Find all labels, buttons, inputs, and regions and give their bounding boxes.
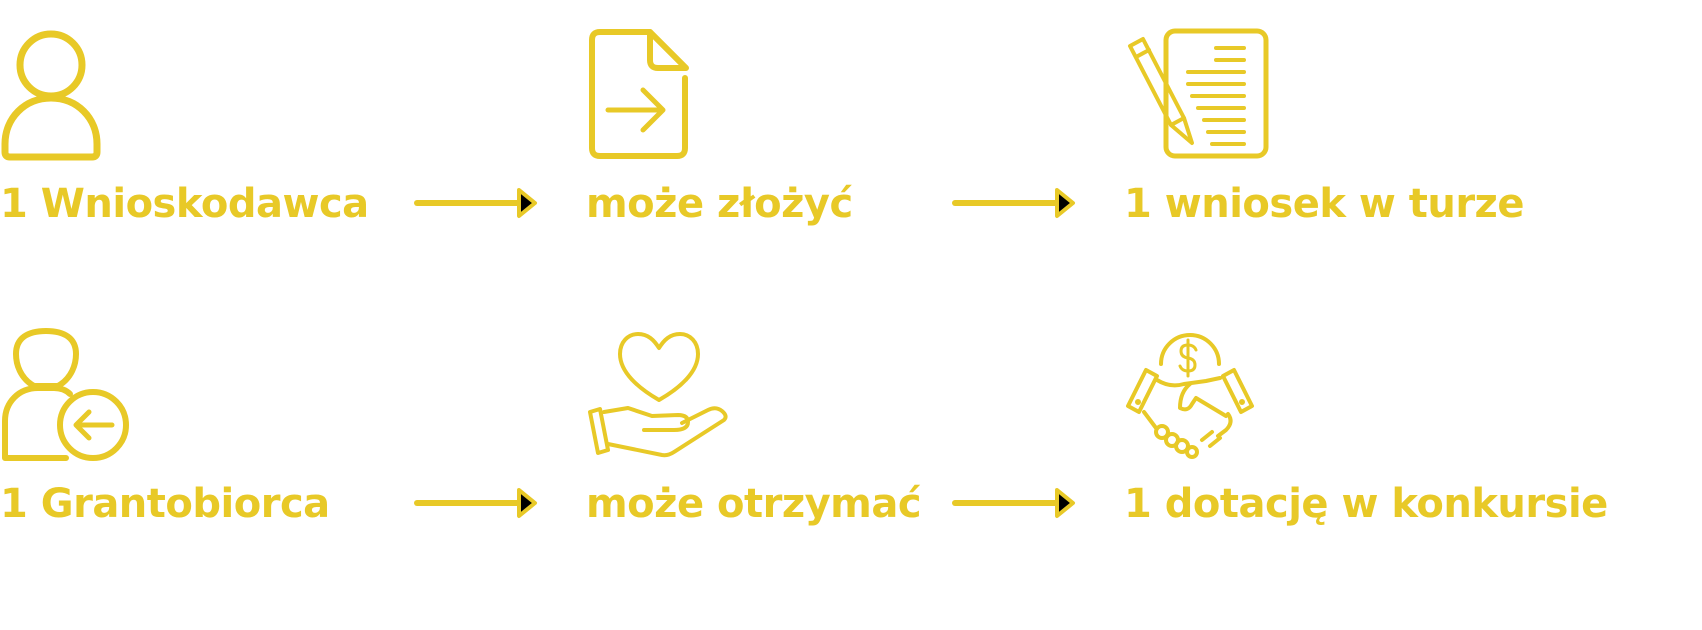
node-label: może otrzymać — [586, 481, 922, 527]
node-label: może złożyć — [586, 181, 853, 227]
node-label: 1 dotację w konkursie — [1124, 481, 1608, 527]
handshake-money-icon — [1124, 328, 1256, 462]
arrow-icon — [952, 488, 1078, 518]
node-label: 1 Grantobiorca — [0, 481, 330, 527]
node-label: 1 wniosek w turze — [1124, 181, 1524, 227]
node-label: 1 Wnioskodawca — [0, 181, 369, 227]
arrow-icon — [952, 188, 1078, 218]
hand-heart-icon — [586, 330, 732, 462]
document-submit-icon — [586, 28, 692, 160]
person-receive-icon — [2, 328, 130, 462]
arrow-icon — [414, 488, 540, 518]
person-icon — [1, 30, 101, 161]
arrow-icon — [414, 188, 540, 218]
document-pencil-icon — [1124, 28, 1270, 160]
